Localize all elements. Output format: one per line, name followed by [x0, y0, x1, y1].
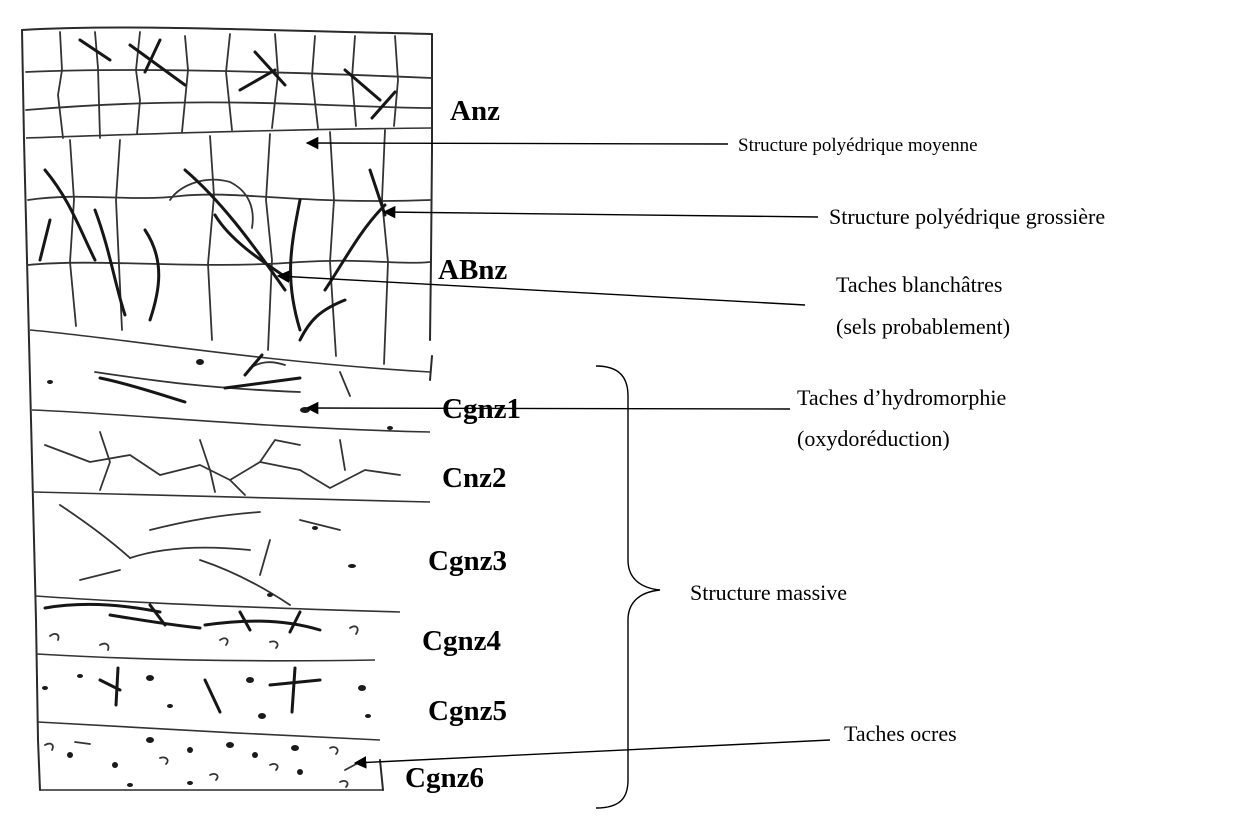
anz-structure: [26, 32, 432, 138]
cgnz6-structure: [45, 737, 360, 787]
horizon-label-cgnz6: Cgnz6: [405, 762, 484, 794]
cgnz4-structure: [45, 605, 358, 650]
horizon-label-cgnz4: Cgnz4: [422, 625, 501, 657]
boundary-cgnz4-cgnz5: [37, 654, 375, 661]
boundary-cgnz5-cgnz6: [38, 722, 380, 740]
boundary-cnz2-cgnz3: [34, 492, 430, 502]
arrow-taches-hydromorphie: [307, 408, 790, 409]
annotation-taches-hydromorphie-line2: (oxydoréduction): [797, 426, 950, 451]
horizon-label-cgnz5: Cgnz5: [428, 695, 507, 727]
boundary-anz-abnz: [26, 128, 432, 138]
cgnz3-structure: [60, 505, 356, 605]
cgnz5-structure: [42, 668, 371, 719]
annotation-texts: Structure polyédrique moyenne Structure …: [690, 135, 1105, 746]
annotation-structure-massive: Structure massive: [690, 580, 847, 605]
horizon-label-cgnz3: Cgnz3: [428, 545, 507, 577]
boundary-cgnz1-cnz2: [32, 410, 430, 432]
arrow-taches-blanchatres: [278, 276, 805, 305]
horizon-label-abnz: ABnz: [438, 254, 507, 286]
cnz2-structure: [45, 432, 400, 495]
annotation-structure-moyenne: Structure polyédrique moyenne: [738, 135, 978, 156]
annotation-taches-blanchatres-line2: (sels probablement): [836, 314, 1010, 339]
cgnz1-structure: [47, 355, 393, 430]
horizon-label-anz: Anz: [450, 95, 500, 127]
massive-structure-brace: [596, 366, 660, 808]
abnz-structure: [28, 130, 430, 364]
annotation-taches-ocres: Taches ocres: [844, 721, 957, 746]
boundary-abnz-cgnz1: [30, 330, 430, 372]
annotation-taches-hydromorphie-line1: Taches d’hydromorphie: [797, 385, 1006, 410]
annotation-taches-blanchatres-line1: Taches blanchâtres: [836, 272, 1002, 297]
arrow-structure-grossiere: [384, 212, 818, 217]
annotation-structure-grossiere: Structure polyédrique grossière: [829, 204, 1105, 229]
horizon-label-cnz2: Cnz2: [442, 462, 506, 494]
arrow-taches-ocres: [355, 740, 830, 763]
arrow-structure-moyenne: [307, 143, 728, 144]
